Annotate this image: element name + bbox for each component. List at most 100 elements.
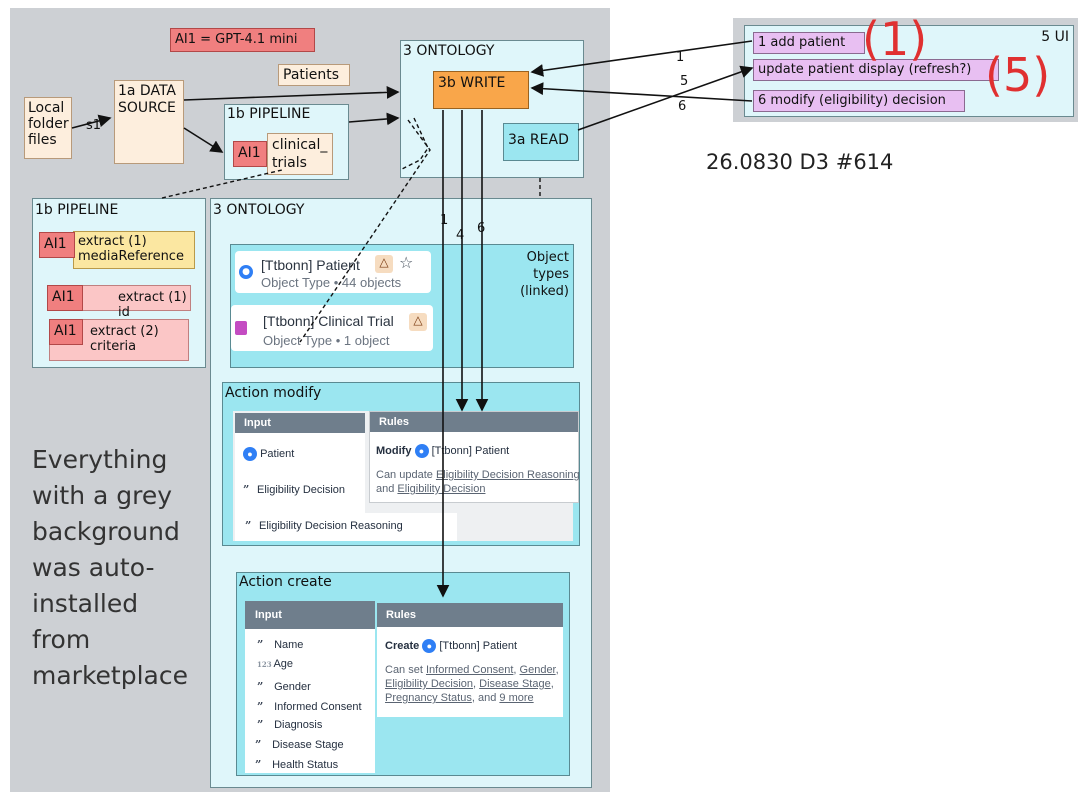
create-input-gender: ” Gender	[257, 680, 311, 693]
ui-title: 5 UI	[1041, 29, 1069, 45]
extract-id-ai: AI1	[47, 285, 83, 311]
pregnancy-status-link[interactable]: Pregnancy Status	[385, 692, 472, 704]
pipeline-top-ai: AI1	[233, 141, 267, 167]
create-input-name: ” Name	[257, 638, 303, 651]
local-files-box: Local folder files	[24, 97, 72, 159]
create-rules-header: Rules	[377, 603, 563, 627]
pipeline-top-box: 1b PIPELINE AI1 clinical_ trials	[224, 104, 349, 180]
data-source-box: 1a DATA SOURCE	[114, 80, 184, 164]
action-create-title: Action create	[239, 574, 332, 590]
dashed-ontology-link-1	[299, 119, 431, 343]
object-types-box: Object types (linked) ● [Ttbonn] Patient…	[230, 244, 574, 368]
arrow-ui6-to-write	[530, 82, 753, 102]
extract-media-box: extract (1) mediaReference	[73, 231, 195, 269]
arrow-label-4-down: 4	[456, 228, 465, 243]
modify-input-eligibility-label: Eligibility Decision	[257, 484, 346, 496]
extract-media-ai: AI1	[39, 232, 75, 258]
star-icon[interactable]: ☆	[399, 253, 414, 272]
dashed-pipeline-link	[161, 169, 283, 199]
modify-input-patient-label: Patient	[260, 447, 295, 460]
create-input-diagnosis-label: Diagnosis	[274, 719, 323, 731]
patient-icon: ●	[414, 444, 429, 458]
create-rule-and: and	[477, 692, 497, 704]
clinical-trial-object-name: [Ttbonn] Clinical Trial	[263, 313, 394, 329]
pipeline-left-box: 1b PIPELINE extract (1) mediaReference A…	[32, 198, 206, 368]
ontology-top-title: 3 ONTOLOGY	[403, 43, 495, 59]
modify-rule-text-2: and	[376, 483, 398, 495]
big-label-5: (5)	[985, 48, 1051, 102]
gender-link[interactable]: Gender	[519, 664, 556, 676]
modify-input-reasoning-row	[235, 513, 457, 541]
ontology-top-box: 3 ONTOLOGY 3b WRITE 3a READ	[400, 40, 584, 178]
arrow-source-to-write	[183, 86, 400, 101]
arrow-read-to-ui5	[577, 65, 754, 131]
action-create-box: Action create Input ” Name 123 Age ” Gen…	[236, 572, 570, 776]
grey-note: Everything with a grey background was au…	[32, 445, 188, 690]
create-input-health-label: Health Status	[272, 759, 339, 771]
quote-icon: ”	[245, 519, 252, 532]
create-rule-target: [Ttbonn] Patient	[439, 639, 518, 652]
action-modify-box: Action modify Input ● Patient ”Eligibili…	[222, 382, 580, 546]
pipeline-left-title: 1b PIPELINE	[35, 202, 119, 218]
create-rule-prefix: Can set	[385, 664, 426, 676]
ui-modify-decision[interactable]: 6 modify (eligibility) decision	[753, 90, 965, 112]
ui-update-display[interactable]: update patient display (refresh?)	[753, 59, 999, 81]
eligibility-reasoning-link[interactable]: Eligibility Decision Reasoning	[435, 469, 580, 481]
patient-object-name: [Ttbonn] Patient	[261, 257, 360, 273]
patient-object-sub: Object Type • 44 objects	[261, 275, 402, 290]
object-card-patient[interactable]: ● [Ttbonn] Patient △ ☆ Object Type • 44 …	[235, 251, 431, 293]
patient-icon: ●	[243, 447, 257, 461]
arrow-label-6-ui: 6	[678, 99, 687, 114]
quote-icon: ”	[255, 738, 262, 751]
reference-id: 26.0830 D3 #614	[706, 150, 894, 174]
create-input-name-label: Name	[274, 639, 304, 651]
informed-consent-link[interactable]: Informed Consent	[425, 664, 514, 676]
pipeline-top-title: 1b PIPELINE	[227, 106, 311, 122]
eligibility-decision-link[interactable]: Eligibility Decision	[397, 483, 486, 495]
modify-rule-line: Modify ● [Ttbonn] Patient	[376, 444, 509, 458]
arrow-local-to-source	[71, 114, 112, 129]
quote-icon: ”	[257, 718, 264, 731]
quote-icon: ”	[257, 700, 264, 713]
create-input-health: ” Health Status	[255, 758, 338, 771]
eligibility-decision-link[interactable]: Eligibility Decision	[385, 678, 474, 690]
object-types-label: Object types (linked)	[520, 250, 569, 299]
arrow-label-5-ui: 5	[680, 74, 689, 89]
modify-rule-verb: Modify	[376, 444, 412, 457]
modify-input-eligibility: ”Eligibility Decision	[243, 483, 345, 496]
object-card-clinical-trial[interactable]: [Ttbonn] Clinical Trial △ Object Type • …	[231, 305, 433, 351]
ui-box: 5 UI 1 add patient update patient displa…	[744, 25, 1074, 117]
arrow-label-6-down: 6	[477, 221, 486, 236]
create-input-diagnosis: ” Diagnosis	[257, 718, 322, 731]
flask-icon-2: △	[409, 313, 427, 331]
create-input-stage-label: Disease Stage	[272, 739, 344, 751]
create-input-consent-label: Informed Consent	[274, 701, 362, 713]
clipboard-icon	[235, 321, 247, 335]
create-input-stage: ” Disease Stage	[255, 738, 344, 751]
create-input-column: Input	[245, 601, 375, 773]
modify-rules-header: Rules	[370, 412, 578, 432]
extract-id-box: extract (1) id	[81, 285, 191, 320]
create-input-header: Input	[245, 601, 375, 629]
create-input-gender-label: Gender	[274, 681, 311, 693]
nine-more-link[interactable]: 9 more	[499, 692, 534, 704]
modify-input-header: Input	[235, 413, 365, 433]
number-icon: 123	[257, 660, 272, 669]
write-box: 3b WRITE	[433, 71, 529, 109]
arrow-pipeline-to-ontology	[348, 112, 400, 126]
create-rule-text: Can set Informed Consent, Gender, Eligib…	[385, 664, 559, 704]
modify-rule-target: [Ttbonn] Patient	[431, 444, 510, 457]
arrow-ui1-to-write	[530, 40, 753, 77]
big-label-1: (1)	[862, 12, 928, 66]
ui-add-patient[interactable]: 1 add patient	[753, 32, 865, 54]
action-modify-title: Action modify	[225, 385, 322, 401]
create-rule-verb: Create	[385, 639, 420, 652]
read-box: 3a READ	[503, 123, 579, 161]
disease-stage-link[interactable]: Disease Stage	[479, 678, 551, 690]
patient-object-icon: ●	[239, 265, 253, 279]
flask-icon: △	[375, 255, 393, 273]
modify-input-reasoning-label: Eligibility Decision Reasoning	[259, 520, 403, 532]
dashed-ontology-link-2	[399, 117, 429, 171]
quote-icon: ”	[257, 638, 264, 651]
